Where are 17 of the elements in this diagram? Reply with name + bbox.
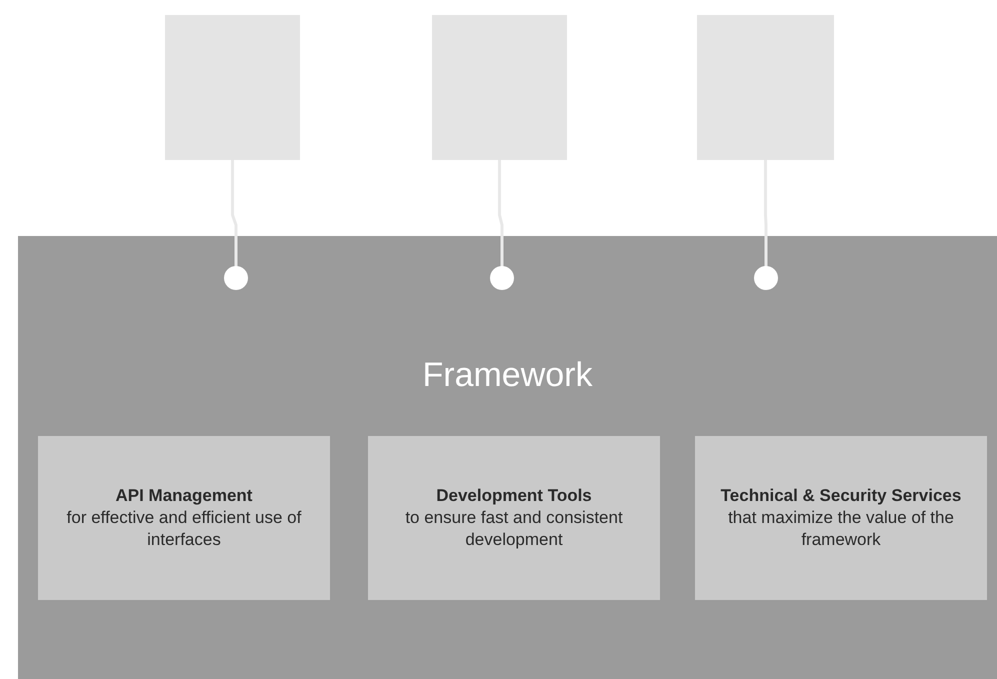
blank-box bbox=[432, 15, 567, 160]
service-box bbox=[695, 436, 987, 600]
blank-box bbox=[697, 15, 834, 160]
panel-title: Framework bbox=[421, 355, 594, 396]
service-box bbox=[368, 436, 660, 600]
connector-line bbox=[754, 160, 778, 290]
connector-line bbox=[490, 160, 514, 290]
framework-panel bbox=[18, 236, 997, 679]
box-description: that maximize the value of the framework bbox=[727, 506, 955, 552]
box-heading: Development Tools bbox=[436, 484, 592, 507]
box-description: for effective and efficient use of interfaces bbox=[66, 506, 302, 552]
box-heading: API Management bbox=[116, 484, 252, 507]
box-description: to ensure fast and consistent development bbox=[404, 506, 624, 552]
service-box bbox=[38, 436, 330, 600]
connector-line bbox=[224, 160, 248, 290]
blank-box bbox=[165, 15, 300, 160]
box-heading: Technical & Security Services bbox=[720, 484, 962, 507]
